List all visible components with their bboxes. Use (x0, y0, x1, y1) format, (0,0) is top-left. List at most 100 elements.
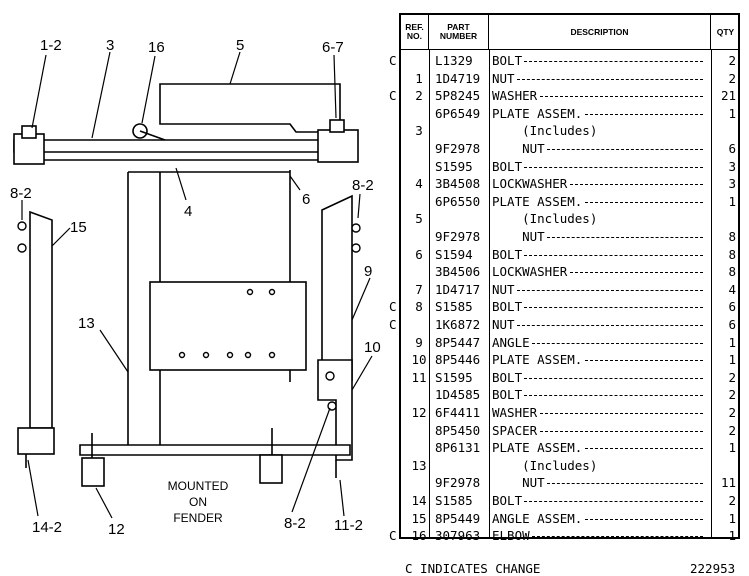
leader-lines (21, 51, 373, 519)
ref-number: 9 (415, 334, 423, 350)
table-row: 12 6F4411 WASHER 2 (401, 404, 742, 422)
part-number: 8P6131 (435, 440, 481, 456)
change-mark: C (389, 528, 397, 544)
table-row: 5 (Includes) (401, 210, 742, 228)
description: PLATE ASSEM. (492, 440, 583, 456)
part-number: S1585 (435, 299, 473, 315)
leader-dashes (547, 237, 703, 238)
description: PLATE ASSEM. (492, 193, 583, 209)
quantity: 1 (728, 105, 736, 121)
part-number: 6F4411 (435, 405, 481, 420)
header-part-number: PART NUMBER (429, 15, 489, 49)
leader-dashes (585, 448, 703, 450)
quantity: 2 (728, 493, 736, 508)
table-row: 9F2978 NUT 11 (401, 474, 742, 492)
description: WASHER (492, 405, 538, 420)
exploded-view-diagram: 1-2 3 16 5 6-7 6 4 8-2 15 8-2 9 13 10 14… (10, 37, 381, 538)
callout-label: 15 (70, 219, 87, 236)
leader-dashes (524, 166, 703, 168)
part-number: 1D4719 (435, 70, 481, 86)
ref-number: 13 (411, 457, 427, 473)
ref-number: 12 (411, 405, 427, 420)
column-divider (711, 49, 712, 537)
leader-dashes (524, 395, 703, 397)
part-number: 1D4717 (435, 281, 481, 297)
description: ELBOW (492, 528, 530, 544)
frame-assembly-drawing (13, 83, 359, 487)
description: NUT (492, 229, 545, 244)
part-number: 5P8245 (435, 88, 481, 104)
table-row: 6P6549 PLATE ASSEM. 1 (401, 105, 742, 123)
callout-label: 4 (184, 203, 192, 220)
ref-number: 10 (411, 352, 427, 368)
part-number: 1K6872 (435, 317, 481, 332)
ref-number: 11 (411, 369, 427, 385)
leader-dashes (524, 254, 703, 256)
quantity: 11 (720, 475, 736, 491)
mounted-on-fender-note: MOUNTED ON FENDER (168, 479, 229, 525)
ref-number: 1 (415, 70, 423, 86)
description: NUT (492, 141, 545, 156)
quantity: 21 (720, 88, 736, 104)
quantity: 1 (728, 352, 736, 368)
leader-dashes (585, 201, 703, 203)
part-number: 6P6549 (435, 105, 481, 121)
description: BOLT (492, 53, 523, 68)
plate-holes (17, 221, 361, 411)
change-mark: C (389, 53, 397, 68)
description: NUT (492, 475, 545, 491)
part-number: 9F2978 (435, 229, 481, 244)
leader-dashes (585, 113, 703, 115)
ref-number: 3 (415, 123, 423, 139)
callout-label: 5 (236, 37, 244, 54)
part-number: S1595 (435, 158, 473, 174)
description: PLATE ASSEM. (492, 352, 583, 368)
table-row: 13 (Includes) (401, 457, 742, 475)
description: (Includes) (492, 457, 598, 473)
change-mark: C (389, 317, 397, 332)
quantity: 2 (728, 387, 736, 403)
leader-dashes (539, 430, 703, 432)
ref-number: 6 (415, 246, 423, 262)
part-number: 8P5450 (435, 422, 481, 438)
leader-dashes (585, 518, 703, 520)
part-number: S1595 (435, 369, 473, 385)
ref-number: 14 (411, 493, 427, 508)
mounted-note-line: FENDER (173, 511, 223, 525)
callout-label: 6 (302, 191, 310, 208)
description: NUT (492, 70, 515, 86)
quantity: 3 (728, 158, 736, 174)
part-number: 3B4506 (435, 264, 481, 280)
leader-dashes (532, 342, 703, 344)
table-row: 1 1D4719 NUT 2 (401, 70, 742, 88)
part-number: L1329 (435, 53, 473, 68)
quantity: 1 (728, 510, 736, 526)
quantity: 6 (728, 141, 736, 156)
quantity: 1 (728, 528, 736, 544)
description: LOCKWASHER (492, 176, 568, 192)
leader-dashes (524, 501, 703, 502)
leader-dashes (570, 272, 703, 274)
description: BOLT (492, 299, 523, 315)
ref-number: 16 (411, 528, 427, 544)
part-number: 8P5449 (435, 510, 481, 526)
quantity: 2 (728, 70, 736, 86)
leader-dashes (516, 78, 703, 80)
callout-labels: 1-2 3 16 5 6-7 6 4 8-2 15 8-2 9 13 10 14… (10, 37, 381, 538)
table-row: 3 (Includes) (401, 122, 742, 140)
quantity: 2 (728, 405, 736, 420)
part-number: 6P6550 (435, 193, 481, 209)
description: PLATE ASSEM. (492, 105, 583, 121)
leader-dashes (547, 149, 703, 150)
ref-number: 2 (415, 88, 423, 104)
part-number: 9F2978 (435, 475, 481, 491)
